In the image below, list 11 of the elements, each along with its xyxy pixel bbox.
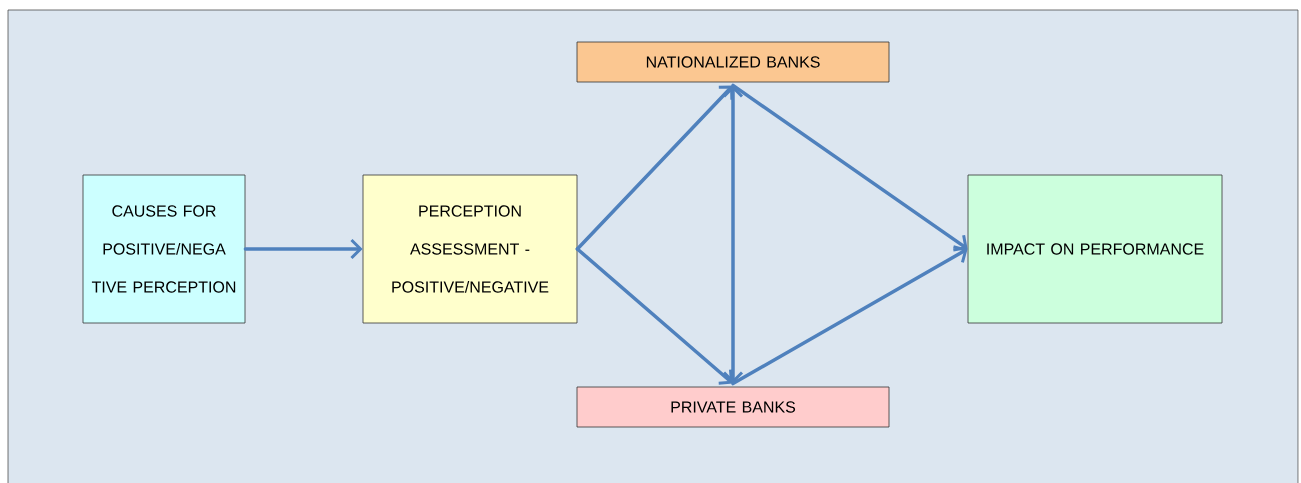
arrow [731, 245, 968, 386]
process-box: PERCEPTION ASSESSMENT - POSITIVE/NEGATIVE [362, 174, 578, 324]
arrow [243, 238, 363, 260]
process-box: IMPACT ON PERFORMANCE [967, 174, 1223, 324]
process-box: CAUSES FOR POSITIVE/NEGA TIVE PERCEPTION [82, 174, 246, 324]
banner-box: NATIONALIZED BANKS [576, 41, 890, 83]
arrow [575, 247, 733, 385]
arrow [722, 85, 744, 384]
banner-box: PRIVATE BANKS [576, 386, 890, 428]
arrow [731, 83, 968, 252]
arrow [575, 85, 734, 251]
